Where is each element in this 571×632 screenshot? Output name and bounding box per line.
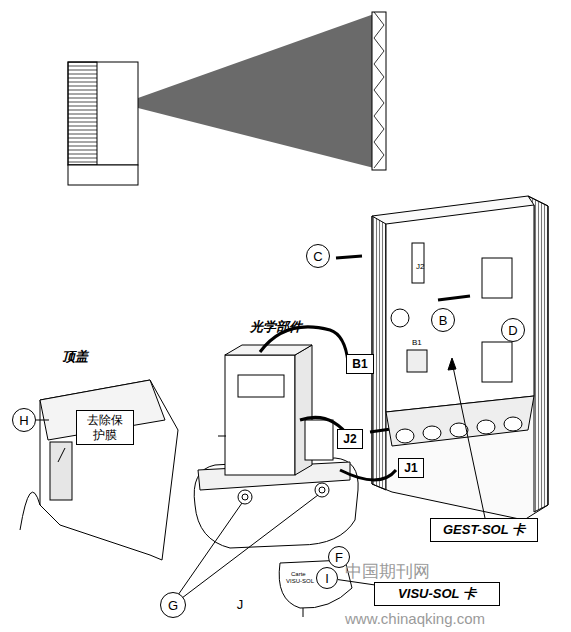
part-label: VISU-SOL [286, 578, 314, 584]
cable-gland [477, 420, 495, 434]
callout-circle: J [228, 592, 252, 616]
beam-diagram [68, 12, 386, 185]
node-text: G [168, 598, 178, 613]
part-label: Carte [291, 571, 306, 577]
part-label: 顶盖 [62, 348, 88, 366]
label-box: J1 [398, 458, 424, 478]
label-box: B1 [346, 354, 374, 374]
node-text: J1 [404, 461, 417, 475]
part-label: J2 [416, 262, 424, 271]
housing [336, 196, 548, 520]
callout-circle: C [306, 244, 330, 268]
optical-part [194, 327, 396, 548]
node-text: C [313, 249, 322, 264]
leader-lines [36, 358, 485, 598]
node-text: I [325, 571, 329, 586]
node-text: B [439, 313, 448, 328]
callout-circle: G [160, 592, 186, 618]
label-box: 去除保护膜 [76, 410, 134, 445]
cable-gland [396, 429, 414, 443]
part-label: 光学部件 [250, 318, 302, 336]
node-text: VISU-SOL 卡 [398, 585, 476, 603]
callout-circle: B [431, 308, 455, 332]
label-box: J2 [337, 429, 363, 449]
part-label: B1 [412, 338, 422, 347]
node-text: GEST-SOL 卡 [443, 521, 525, 539]
cover [20, 380, 178, 560]
node-text: 去除保护膜 [86, 413, 124, 442]
node-text: J2 [343, 432, 356, 446]
node-text: J [237, 597, 244, 612]
callout-circle: H [12, 408, 36, 432]
cable-gland [504, 417, 522, 431]
node-text: D [508, 323, 517, 338]
part-label: 中国期刊网 [345, 560, 430, 583]
callout-circle: I [316, 567, 338, 589]
callout-circle: D [501, 318, 525, 342]
cable-gland [423, 426, 441, 440]
label-box: VISU-SOL 卡 [374, 582, 500, 606]
node-text: B1 [352, 357, 367, 371]
visu-sol-card [279, 560, 352, 617]
node-text: H [19, 413, 28, 428]
part-label: www.chinaqking.com [345, 610, 485, 627]
label-box: GEST-SOL 卡 [430, 518, 538, 542]
node-text: F [335, 550, 343, 565]
